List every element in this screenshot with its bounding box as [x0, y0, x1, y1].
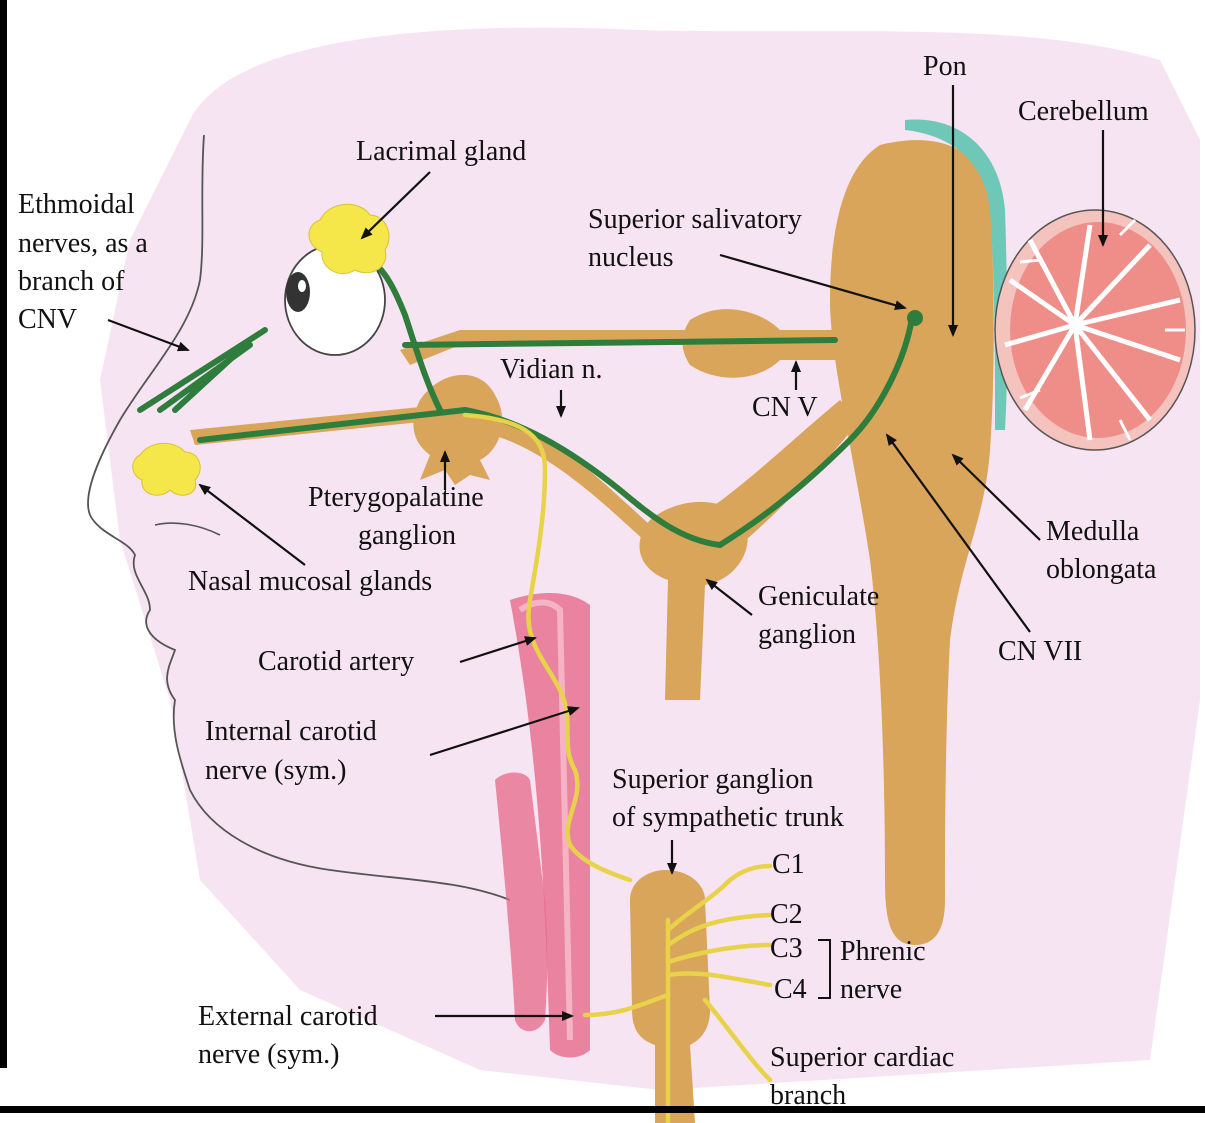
label-superior-salivatory-line2: nucleus [588, 242, 674, 273]
left-frame-border [0, 0, 7, 1068]
label-cerebellum: Cerebellum [1018, 96, 1149, 127]
label-ethmoidal-line1: Ethmoidal [18, 189, 135, 220]
label-superior-salivatory-line1: Superior salivatory [588, 204, 802, 235]
label-external-carotid-line2: nerve (sym.) [198, 1039, 340, 1070]
label-pterygopalatine-line1: Pterygopalatine [308, 482, 484, 513]
label-internal-carotid-line2: nerve (sym.) [205, 755, 347, 786]
cerebellum [995, 210, 1195, 450]
label-c4: C4 [774, 974, 807, 1005]
label-carotid-artery: Carotid artery [258, 646, 414, 677]
label-phrenic-line1: Phrenic [840, 936, 926, 967]
label-lacrimal-gland: Lacrimal gland [356, 136, 526, 167]
label-ethmoidal-line4: CNV [18, 304, 77, 335]
label-c2: C2 [770, 899, 803, 930]
superior-salivatory-nucleus [907, 310, 923, 326]
label-cn-vii: CN VII [998, 636, 1082, 667]
label-geniculate-line2: ganglion [758, 619, 856, 650]
label-external-carotid-line1: External carotid [198, 1001, 378, 1032]
label-ethmoidal-line2: nerves, as a [18, 228, 148, 259]
label-internal-carotid-line1: Internal carotid [205, 716, 377, 747]
label-medulla-line1: Medulla [1046, 516, 1140, 547]
label-pon: Pon [923, 51, 967, 82]
label-medulla-line2: oblongata [1046, 554, 1157, 585]
label-superior-ganglion-line2: of sympathetic trunk [612, 802, 844, 833]
label-c1: C1 [772, 849, 805, 880]
bottom-frame-border [0, 1106, 1205, 1113]
label-pterygopalatine-line2: ganglion [358, 520, 456, 551]
label-cn-v: CN V [752, 392, 818, 423]
label-ethmoidal-line3: branch of [18, 266, 125, 297]
label-vidian: Vidian n. [500, 354, 603, 385]
label-c3: C3 [770, 933, 803, 964]
label-superior-cardiac-line1: Superior cardiac [770, 1042, 954, 1073]
label-nasal-mucosal-glands: Nasal mucosal glands [188, 566, 432, 597]
label-phrenic-line2: nerve [840, 974, 902, 1005]
label-geniculate-line1: Geniculate [758, 581, 879, 612]
label-superior-ganglion-line1: Superior ganglion [612, 764, 813, 795]
